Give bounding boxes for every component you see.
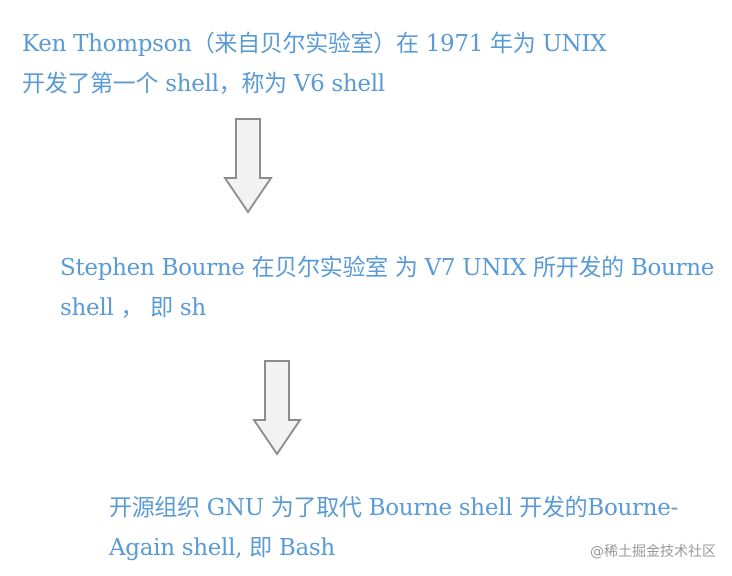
watermark: @稀土掘金技术社区 xyxy=(590,544,716,560)
step-2-text: Stephen Bourne 在贝尔实验室 为 V7 UNIX 所开发的 Bou… xyxy=(60,248,714,328)
step-3-text: 开源组织 GNU 为了取代 Bourne shell 开发的Bourne- Ag… xyxy=(109,488,678,568)
step-1-text: Ken Thompson（来自贝尔实验室）在 1971 年为 UNIX 开发了第… xyxy=(22,24,607,104)
step-3-line-2: Again shell, 即 Bash xyxy=(109,535,335,561)
step-1-line-1: Ken Thompson（来自贝尔实验室）在 1971 年为 UNIX xyxy=(22,31,607,57)
step-2-line-2: shell ， 即 sh xyxy=(60,295,206,321)
down-arrow-icon xyxy=(252,360,302,456)
step-3-line-1: 开源组织 GNU 为了取代 Bourne shell 开发的Bourne- xyxy=(109,495,679,521)
step-1-line-2: 开发了第一个 shell，称为 V6 shell xyxy=(22,71,385,97)
down-arrow-icon xyxy=(223,118,273,214)
step-2-line-1: Stephen Bourne 在贝尔实验室 为 V7 UNIX 所开发的 Bou… xyxy=(60,255,715,281)
